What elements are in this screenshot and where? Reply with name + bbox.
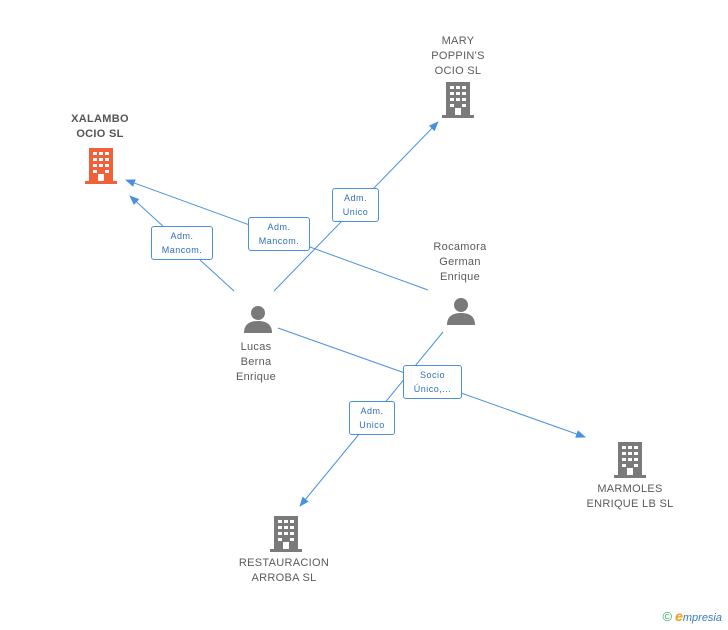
node-mary-poppins[interactable]: MARY POPPIN'S OCIO SL: [408, 34, 508, 120]
node-rocamora[interactable]: Rocamora German Enrique: [410, 240, 510, 328]
brand-name: mpresia: [682, 612, 722, 624]
building-icon: [442, 82, 474, 118]
company-name: XALAMBO OCIO SL: [71, 113, 129, 140]
edge-label-rocamora-restauracion[interactable]: Adm. Unico: [349, 401, 395, 435]
node-xalambo[interactable]: XALAMBO OCIO SL: [50, 112, 150, 186]
node-lucas[interactable]: Lucas Berna Enrique: [206, 304, 306, 386]
person-icon: [244, 306, 272, 333]
edge-label-rocamora-xalambo[interactable]: Adm. Mancom.: [248, 217, 310, 251]
building-icon: [614, 442, 646, 478]
company-name: MARMOLES ENRIQUE LB SL: [586, 483, 674, 510]
empresia-logo: ©empresia: [662, 608, 722, 624]
person-name: Lucas Berna Enrique: [235, 341, 276, 383]
edge-label-lucas-marmoles[interactable]: Socio Único,...: [403, 365, 462, 399]
node-restauracion[interactable]: RESTAURACION ARROBA SL: [228, 516, 340, 586]
brand-initial: e: [675, 608, 683, 624]
copyright-icon: ©: [662, 609, 673, 624]
edge-label-lucas-mary[interactable]: Adm. Unico: [332, 188, 379, 222]
person-name: Rocamora German Enrique: [433, 241, 487, 283]
edge-label-lucas-xalambo[interactable]: Adm. Mancom.: [151, 226, 213, 260]
building-icon: [270, 516, 302, 552]
node-marmoles[interactable]: MARMOLES ENRIQUE LB SL: [570, 442, 690, 512]
company-name: MARY POPPIN'S OCIO SL: [431, 35, 485, 77]
company-name: RESTAURACION ARROBA SL: [238, 557, 330, 584]
person-icon: [447, 298, 475, 325]
building-icon: [85, 148, 117, 184]
